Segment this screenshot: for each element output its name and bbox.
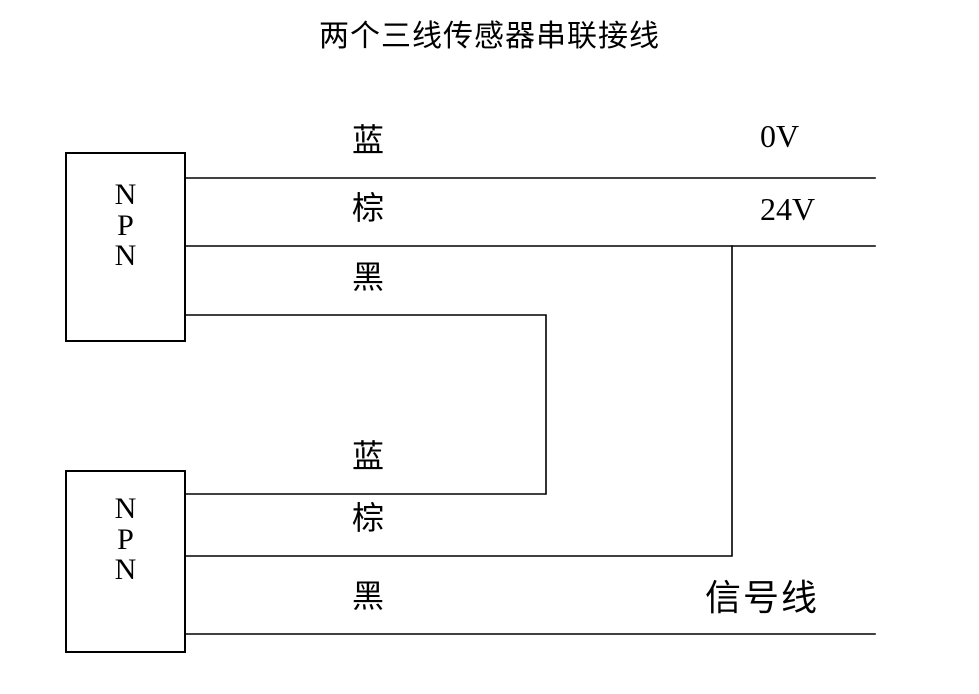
wire-label-lower-blue: 蓝 — [352, 438, 385, 474]
terminal-label-24v: 24V — [760, 191, 816, 227]
wire-label-upper-black: 黑 — [352, 259, 385, 295]
wire-label-lower-black: 黑 — [352, 578, 385, 614]
wire-label-upper-blue: 蓝 — [352, 122, 385, 158]
wire-label-upper-brown: 棕 — [352, 190, 385, 226]
lower-sensor-box — [65, 470, 186, 653]
wire-24v-branch-to-lower-brown — [184, 245, 733, 557]
page-title: 两个三线传感器串联接线 — [319, 20, 660, 53]
terminal-label-signal-line: 信号线 — [705, 578, 820, 618]
wire-upper-black-to-lower-blue — [184, 314, 547, 495]
wire-label-lower-brown: 棕 — [352, 500, 385, 536]
terminal-label-0v: 0V — [760, 118, 800, 154]
upper-sensor-box — [65, 152, 186, 342]
